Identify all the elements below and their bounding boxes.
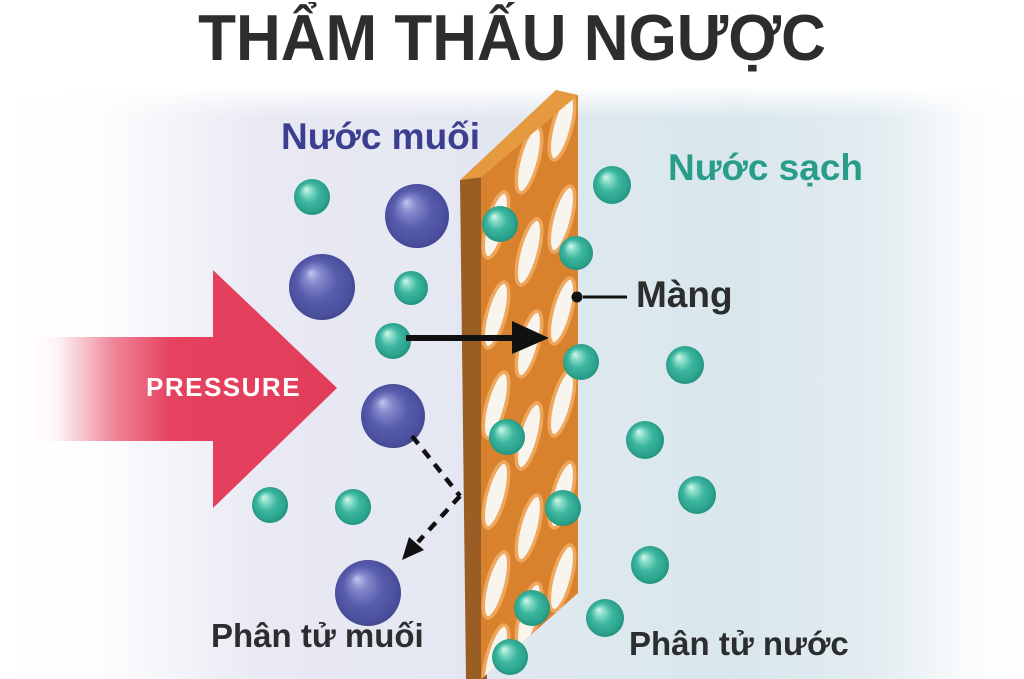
water-molecule: [678, 476, 716, 514]
water-molecule: [666, 346, 704, 384]
salt-molecule: [289, 254, 355, 320]
clean-water-label: Nước sạch: [668, 147, 864, 188]
water-molecule: [252, 487, 288, 523]
pore-icon: [481, 550, 511, 620]
page-title: THẨM THẤU NGƯỢC: [198, 2, 826, 75]
pressure-arrow: [28, 270, 337, 508]
pore-icon: [547, 543, 577, 613]
water-molecules-left: [252, 179, 428, 525]
pore-icon: [547, 184, 577, 254]
salt-molecule-label: Phân tử muối: [211, 617, 424, 654]
water-molecule: [394, 271, 428, 305]
pore-icon: [481, 370, 511, 440]
callout-dot: [571, 291, 583, 303]
membrane-label: Màng: [636, 274, 733, 315]
water-molecule: [482, 206, 518, 242]
flow-arrow: [406, 321, 549, 354]
rejection-dashed-arrow: [402, 434, 462, 560]
pressure-label: PRESSURE: [146, 372, 302, 402]
salt-molecule: [361, 384, 425, 448]
pore-icon: [514, 493, 544, 563]
water-molecule: [586, 599, 624, 637]
water-molecule: [593, 166, 631, 204]
salt-water-label: Nước muối: [281, 116, 481, 157]
water-molecule: [489, 419, 525, 455]
membrane-top-bevel: [460, 90, 578, 180]
water-molecules-in-membrane: [482, 206, 599, 675]
salt-molecules: [289, 184, 449, 626]
pore-icon: [547, 95, 577, 162]
water-molecule: [626, 421, 664, 459]
water-molecule: [563, 344, 599, 380]
water-molecule: [514, 590, 550, 626]
water-molecule: [631, 546, 669, 584]
membrane: [460, 90, 578, 679]
water-molecule: [492, 639, 528, 675]
water-molecule: [545, 490, 581, 526]
pore-icon: [481, 280, 511, 350]
pore-icon: [547, 276, 577, 346]
water-molecule-label: Phân tử nước: [629, 625, 849, 662]
salt-molecule: [335, 560, 401, 626]
pore-icon: [481, 460, 511, 530]
membrane-side-edge: [460, 177, 487, 679]
membrane-callout: [571, 291, 627, 303]
water-molecule: [335, 489, 371, 525]
pore-icon: [514, 217, 544, 287]
water-molecule: [559, 236, 593, 270]
water-molecule: [294, 179, 330, 215]
water-molecule: [375, 323, 411, 359]
water-molecules-right: [586, 166, 716, 637]
salt-molecule: [385, 184, 449, 248]
